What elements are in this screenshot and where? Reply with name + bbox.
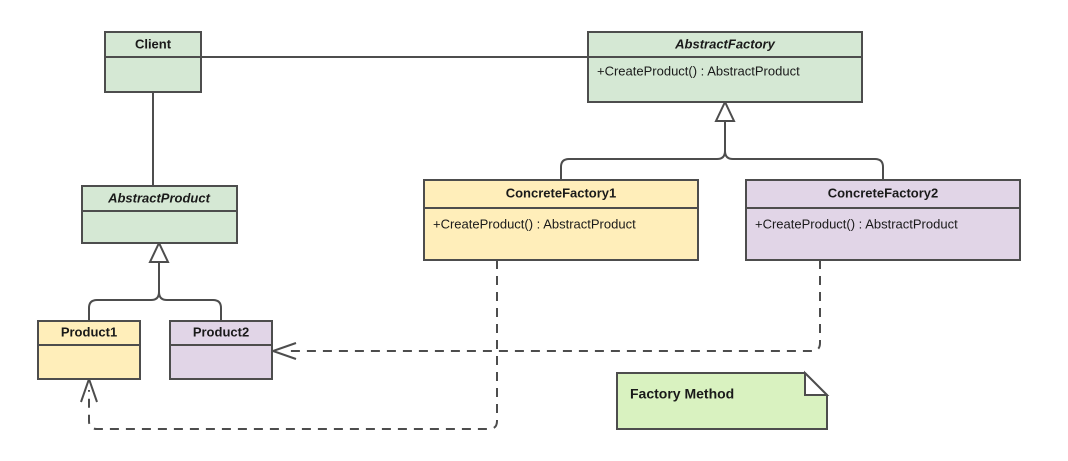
class-name-concrete-factory-2: ConcreteFactory2	[828, 185, 939, 200]
edge-concrete-factory-1-inherits-abstract-factory[interactable]	[560, 121, 726, 180]
class-box-client-body	[104, 31, 202, 93]
class-box-abstract-product[interactable]: AbstractProduct	[81, 185, 238, 244]
class-name-abstract-product: AbstractProduct	[107, 190, 211, 205]
note-factory-method[interactable]: Factory Method	[616, 370, 830, 430]
class-box-product-1[interactable]: Product1	[37, 320, 141, 380]
class-box-product-2-body	[169, 320, 273, 380]
class-box-abstract-product-body	[81, 185, 238, 244]
class-box-client[interactable]: Client	[104, 31, 202, 93]
class-box-concrete-factory-1-body	[423, 179, 699, 261]
note-factory-method-body	[616, 372, 828, 430]
class-member-concrete-factory-2-create-product: +CreateProduct() : AbstractProduct	[755, 216, 958, 231]
generalization-arrowhead-abstract-factory	[714, 99, 736, 122]
class-name-client: Client	[135, 36, 172, 51]
class-box-abstract-factory[interactable]: AbstractFactory +CreateProduct() : Abstr…	[587, 31, 863, 103]
generalization-arrowhead-abstract-product	[148, 240, 170, 263]
class-box-product-1-body	[37, 320, 141, 380]
edge-product-1-inherits-abstract-product[interactable]	[88, 262, 160, 321]
note-factory-method-label: Factory Method	[630, 386, 734, 402]
class-name-concrete-factory-1: ConcreteFactory1	[506, 185, 617, 200]
class-box-product-2[interactable]: Product2	[169, 320, 273, 380]
class-name-product-1: Product1	[61, 324, 117, 339]
class-box-concrete-factory-1[interactable]: ConcreteFactory1 +CreateProduct() : Abst…	[423, 179, 699, 261]
class-box-concrete-factory-2-body	[745, 179, 1021, 261]
class-box-abstract-factory-body	[587, 31, 863, 103]
class-name-product-2: Product2	[193, 324, 249, 339]
class-box-concrete-factory-2[interactable]: ConcreteFactory2 +CreateProduct() : Abst…	[745, 179, 1021, 261]
edge-concrete-factory-1-creates-product-1[interactable]	[88, 260, 498, 430]
class-member-abstract-factory-create-product: +CreateProduct() : AbstractProduct	[597, 63, 800, 78]
note-fold-corner-icon	[804, 370, 830, 396]
class-name-abstract-factory: AbstractFactory	[674, 36, 775, 51]
edge-concrete-factory-2-creates-product-2[interactable]	[284, 260, 821, 352]
edge-product-2-inherits-abstract-product[interactable]	[158, 262, 222, 321]
class-member-concrete-factory-1-create-product: +CreateProduct() : AbstractProduct	[433, 216, 636, 231]
edge-concrete-factory-2-inherits-abstract-factory[interactable]	[724, 121, 884, 180]
